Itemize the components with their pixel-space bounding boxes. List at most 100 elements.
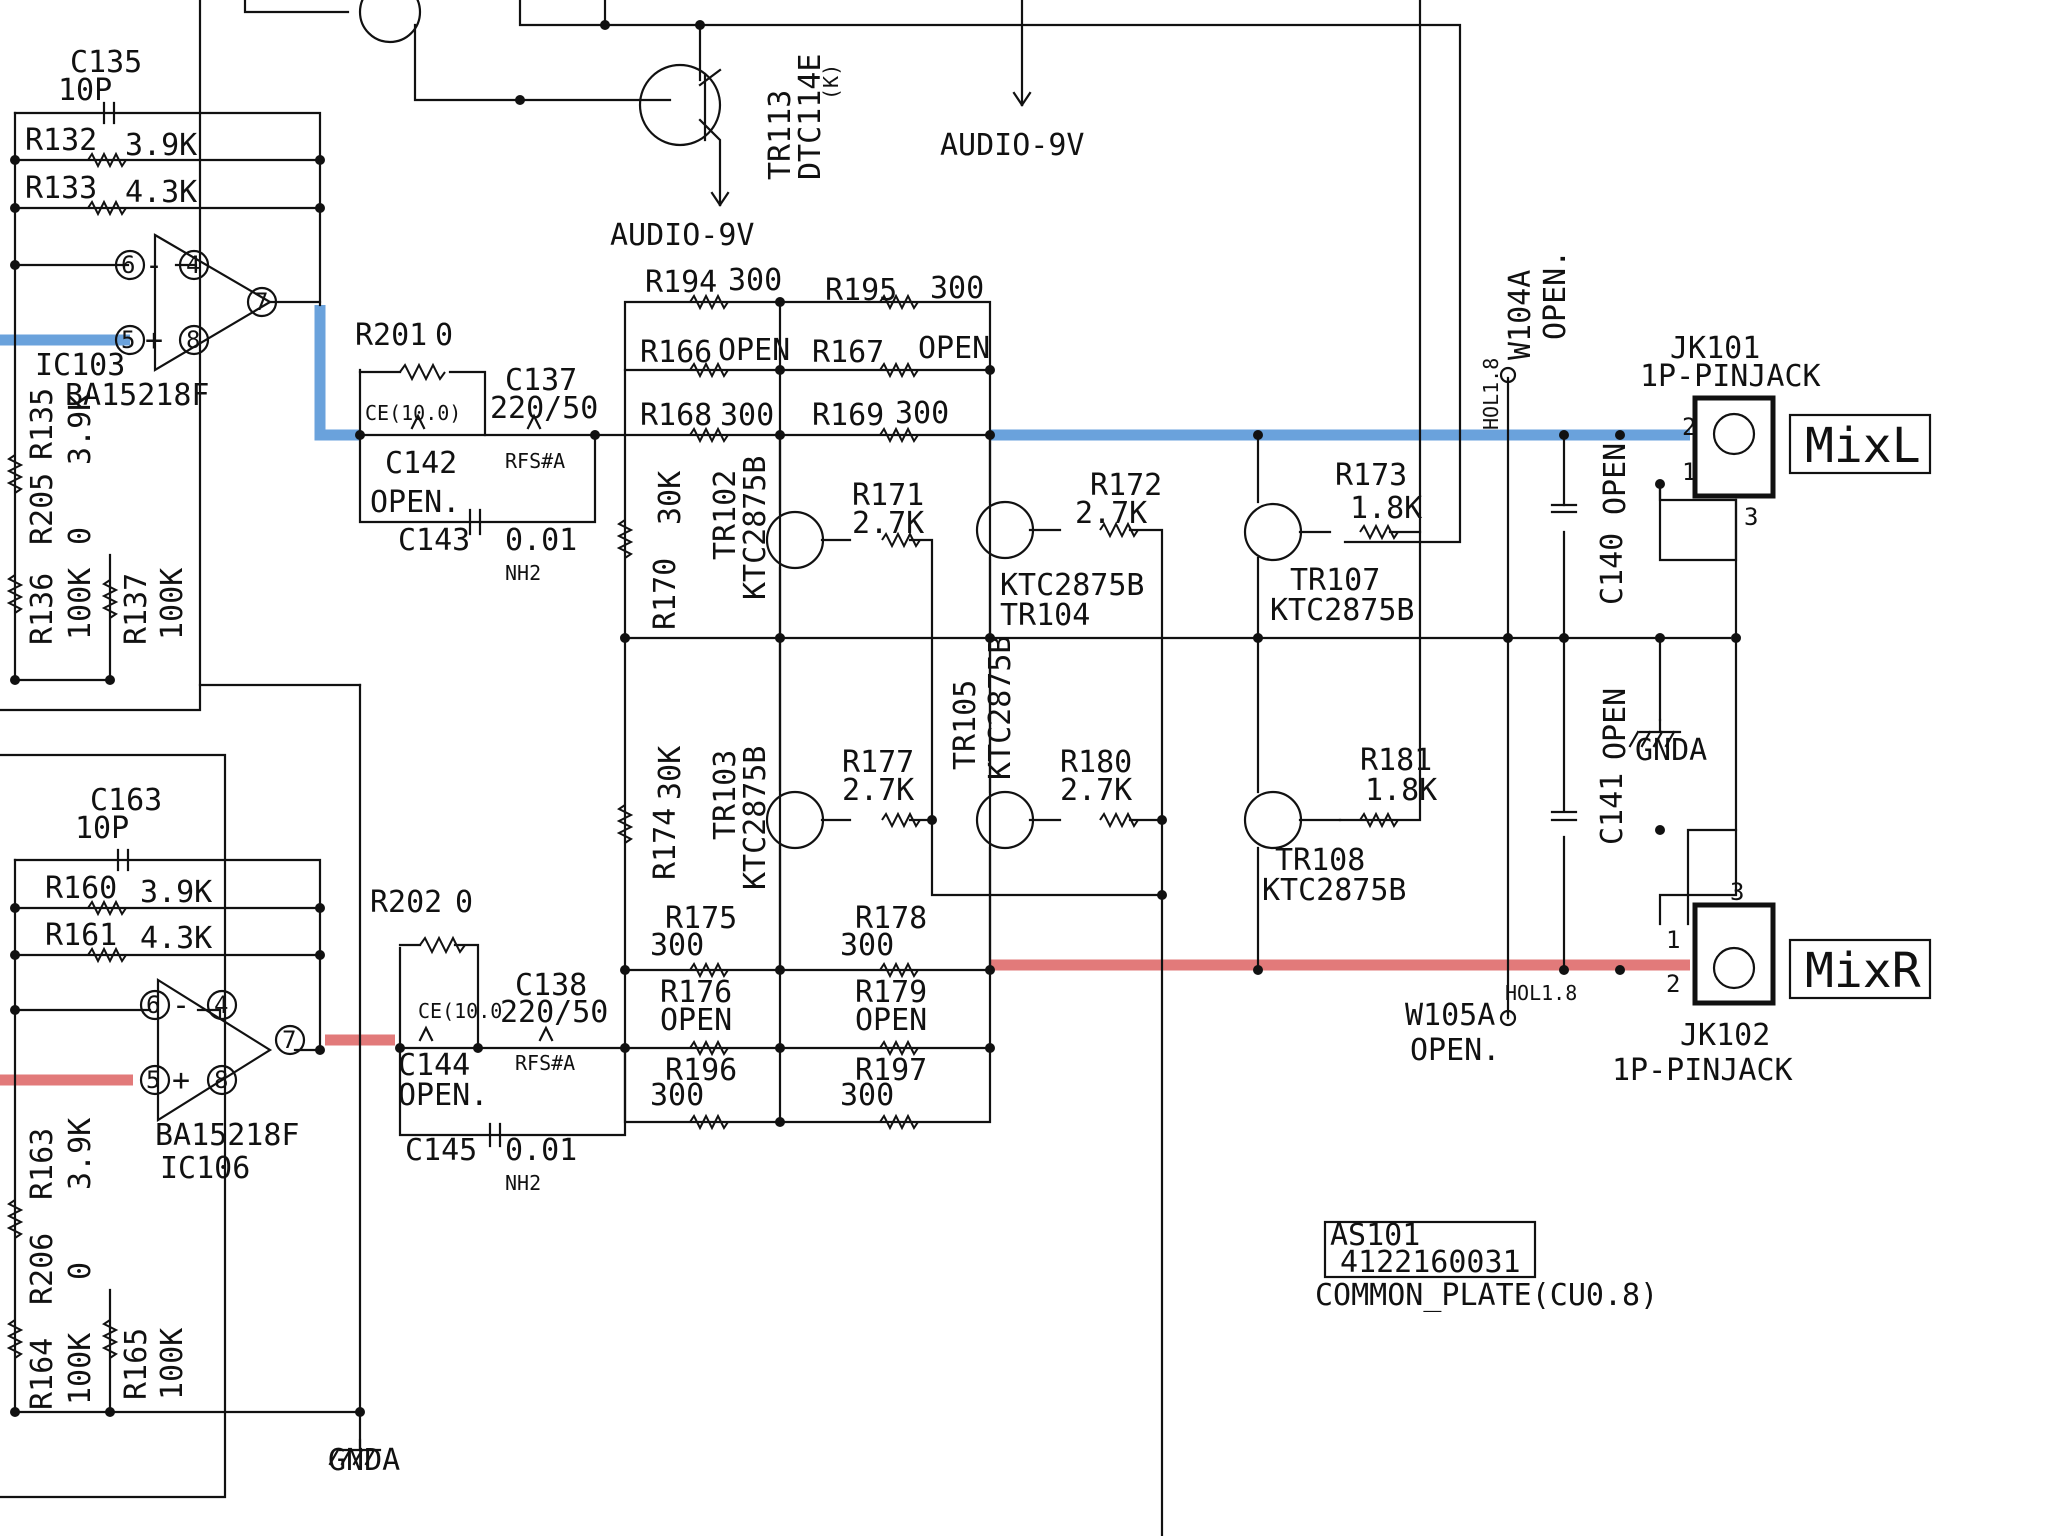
label-r201-val: 0 bbox=[435, 318, 453, 353]
label-r172: R172 bbox=[1090, 468, 1162, 503]
label-r165: R165 bbox=[119, 1328, 154, 1400]
label-tr113: TR113 bbox=[763, 90, 798, 180]
label-r166: R166 bbox=[640, 335, 712, 370]
label-r206-val: 0 bbox=[63, 1262, 98, 1280]
label-ce-bot: CE(10.0 bbox=[418, 999, 502, 1023]
label-r195: R195 bbox=[825, 273, 897, 308]
label-r196: R196 bbox=[665, 1053, 737, 1088]
label-r171: R171 bbox=[852, 478, 924, 513]
label-tr113-k: (K) bbox=[819, 64, 843, 100]
label-c144-val: OPEN. bbox=[398, 1078, 488, 1113]
label-rfs-top: RFS#A bbox=[505, 449, 565, 473]
ground-symbols bbox=[328, 91, 1682, 1466]
label-tr104-part: KTC2875B bbox=[1000, 568, 1145, 603]
label-r195-val: 300 bbox=[930, 271, 984, 306]
label-jk101-part: 1P-PINJACK bbox=[1640, 359, 1821, 394]
label-r132: R132 bbox=[25, 123, 97, 158]
label-c138-val: 220/50 bbox=[500, 995, 608, 1030]
label-r179: R179 bbox=[855, 975, 927, 1010]
label-r168-val: 300 bbox=[720, 398, 774, 433]
plus-sign-b: + bbox=[172, 1063, 190, 1098]
label-tr108-part: KTC2875B bbox=[1262, 873, 1407, 908]
label-c141: C141 bbox=[1595, 773, 1630, 845]
label-nh2-bot: NH2 bbox=[505, 1171, 541, 1195]
label-r202: R202 bbox=[370, 885, 442, 920]
label-hol-top: HOL1.8 bbox=[1479, 358, 1503, 430]
label-c140: C140 bbox=[1595, 533, 1630, 605]
label-r173: R173 bbox=[1335, 458, 1407, 493]
label-w104a-val: OPEN. bbox=[1538, 250, 1573, 340]
label-gnda-bottom: GNDA bbox=[328, 1443, 400, 1478]
label-r135-val: 3.9K bbox=[63, 393, 98, 465]
label-c138: C138 bbox=[515, 968, 587, 1003]
pin-circles bbox=[114, 249, 306, 1096]
label-r177-val: 2.7K bbox=[842, 773, 914, 808]
label-r206: R206 bbox=[25, 1233, 60, 1305]
label-r174-val: 30K bbox=[653, 746, 688, 800]
label-c163-val: 10P bbox=[75, 811, 129, 846]
label-r170-val: 30K bbox=[653, 471, 688, 525]
label-r171-val: 2.7K bbox=[852, 506, 924, 541]
capacitors bbox=[102, 101, 1578, 1148]
label-r167: R167 bbox=[812, 335, 884, 370]
pin-4b: 4 bbox=[214, 991, 228, 1019]
label-c145: C145 bbox=[405, 1133, 477, 1168]
label-r178-val: 300 bbox=[840, 928, 894, 963]
label-c135: C135 bbox=[70, 45, 142, 80]
label-r180-val: 2.7K bbox=[1060, 773, 1132, 808]
pin-7: 7 bbox=[254, 288, 268, 316]
resistors bbox=[6, 151, 1399, 1359]
label-r168: R168 bbox=[640, 398, 712, 433]
label-r136-val: 100K bbox=[63, 568, 98, 640]
label-r133: R133 bbox=[25, 171, 97, 206]
label-audio9v-b: AUDIO-9V bbox=[940, 128, 1085, 163]
label-as101-num: 4122160031 bbox=[1340, 1245, 1521, 1280]
label-w104a: W104A bbox=[1503, 270, 1538, 360]
label-jk101: JK101 bbox=[1670, 331, 1760, 366]
label-r205-val: 0 bbox=[63, 527, 98, 545]
label-r163-val: 3.9K bbox=[63, 1118, 98, 1190]
label-c135-val: 10P bbox=[58, 73, 112, 108]
label-r176: R176 bbox=[660, 975, 732, 1010]
label-r181: R181 bbox=[1360, 743, 1432, 778]
pin-8b: 8 bbox=[214, 1066, 228, 1094]
label-r160: R160 bbox=[45, 871, 117, 906]
label-r173-val: 1.8K bbox=[1350, 491, 1422, 526]
label-tr102: TR102 bbox=[708, 470, 743, 560]
label-r194: R194 bbox=[645, 265, 717, 300]
label-r163: R163 bbox=[25, 1128, 60, 1200]
minus-sign-b: - bbox=[172, 988, 190, 1023]
label-r170: R170 bbox=[648, 558, 683, 630]
label-c142: C142 bbox=[385, 446, 457, 481]
label-ce-top: CE(10.0) bbox=[365, 401, 461, 425]
transistors bbox=[358, 0, 1303, 850]
label-c143-val: 0.01 bbox=[505, 523, 577, 558]
label-c145-val: 0.01 bbox=[505, 1133, 577, 1168]
label-jk102: JK102 bbox=[1680, 1018, 1770, 1053]
label-tr105: TR105 bbox=[948, 680, 983, 770]
pin-6b: 6 bbox=[146, 991, 160, 1019]
pin-7b: 7 bbox=[282, 1026, 296, 1054]
jacks bbox=[1323, 366, 1932, 1279]
label-r132-val: 3.9K bbox=[125, 128, 197, 163]
label-r137-val: 100K bbox=[155, 568, 190, 640]
label-w105a: W105A bbox=[1405, 998, 1495, 1033]
label-r197: R197 bbox=[855, 1053, 927, 1088]
jk102-pin2: 2 bbox=[1666, 970, 1680, 998]
label-ic106-part: BA15218F bbox=[155, 1118, 300, 1153]
label-tr105-part: KTC2875B bbox=[983, 636, 1018, 781]
label-rfs-bot: RFS#A bbox=[515, 1051, 575, 1075]
label-w105a-val: OPEN. bbox=[1410, 1033, 1500, 1068]
label-c137-val: 220/50 bbox=[490, 391, 598, 426]
label-r167-val: OPEN bbox=[918, 331, 990, 366]
label-ic103: IC103 bbox=[35, 348, 125, 383]
label-tr103-part: KTC2875B bbox=[738, 746, 773, 891]
label-c144: C144 bbox=[398, 1048, 470, 1083]
pin-8: 8 bbox=[186, 326, 200, 354]
label-r169-val: 300 bbox=[895, 396, 949, 431]
label-c137: C137 bbox=[505, 363, 577, 398]
label-r177: R177 bbox=[842, 745, 914, 780]
minus-sign: - bbox=[145, 248, 163, 283]
label-r135: R135 bbox=[25, 388, 60, 460]
